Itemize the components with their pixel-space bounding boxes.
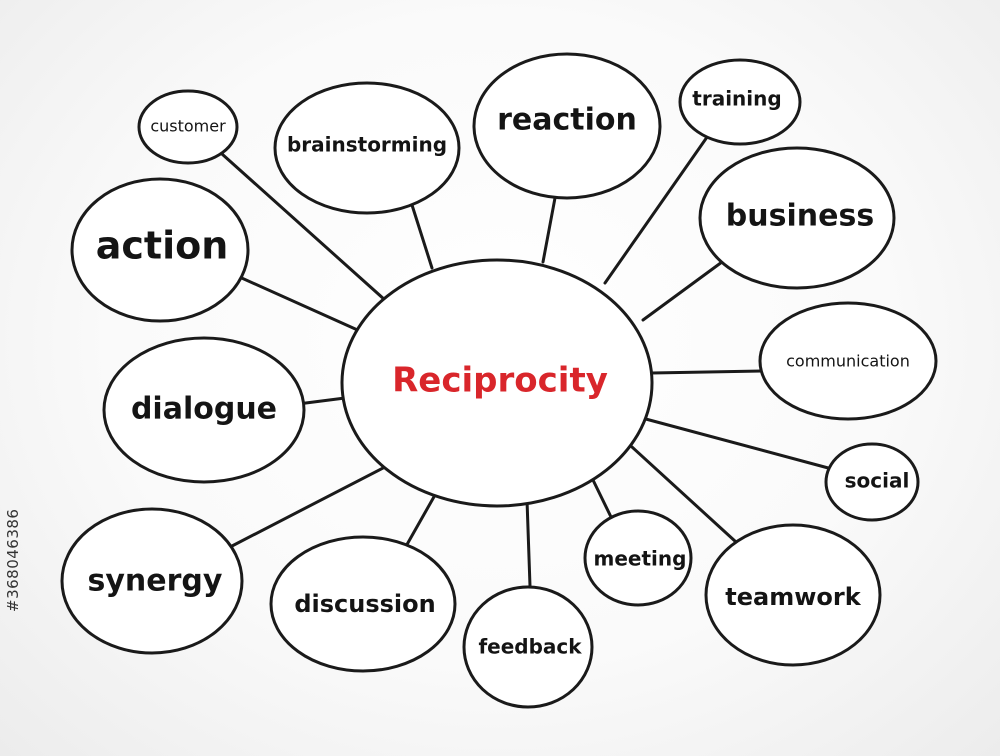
node-synergy: synergy: [60, 507, 244, 655]
node-label-brainstorming: brainstorming: [287, 133, 447, 157]
node-communication: communication: [758, 301, 938, 421]
node-label-action: action: [96, 224, 229, 268]
node-label-customer: customer: [150, 117, 226, 136]
connector-customer: [220, 152, 387, 302]
connector-meeting: [591, 478, 614, 521]
center-label: Reciprocity: [392, 361, 608, 401]
node-label-feedback: feedback: [478, 635, 582, 659]
node-label-business: business: [726, 199, 874, 234]
node-label-communication: communication: [786, 352, 910, 371]
connector-business: [641, 260, 724, 322]
node-social: social: [824, 442, 920, 522]
node-label-teamwork: teamwork: [725, 583, 861, 611]
connector-social: [640, 416, 834, 471]
node-dialogue: dialogue: [102, 336, 306, 484]
node-training: training: [678, 58, 802, 146]
connector-brainstorming: [410, 203, 434, 270]
node-reaction: reaction: [472, 52, 662, 200]
node-teamwork: teamwork: [704, 523, 882, 667]
node-meeting: meeting: [583, 509, 693, 607]
connector-training: [603, 128, 714, 285]
connectors: [220, 128, 834, 588]
connector-action: [233, 273, 364, 334]
node-brainstorming: brainstorming: [273, 81, 461, 215]
node-label-social: social: [845, 469, 910, 493]
node-label-reaction: reaction: [497, 103, 637, 138]
connector-reaction: [541, 196, 557, 264]
node-customer: customer: [137, 89, 239, 165]
node-label-meeting: meeting: [594, 547, 687, 571]
center-node: Reciprocity: [340, 258, 654, 508]
node-label-discussion: discussion: [294, 590, 435, 618]
connector-dialogue: [296, 396, 347, 406]
connector-synergy: [230, 466, 385, 548]
node-label-dialogue: dialogue: [131, 392, 277, 427]
node-feedback: feedback: [462, 585, 594, 709]
connector-teamwork: [630, 445, 738, 544]
node-discussion: discussion: [269, 535, 457, 673]
node-label-training: training: [692, 87, 781, 111]
connector-communication: [650, 369, 764, 375]
node-action: action: [70, 177, 250, 323]
node-label-synergy: synergy: [88, 564, 223, 599]
connector-feedback: [525, 498, 532, 588]
stock-image-id: #368046386: [4, 508, 22, 612]
connector-discussion: [403, 493, 437, 550]
node-business: business: [698, 146, 896, 290]
